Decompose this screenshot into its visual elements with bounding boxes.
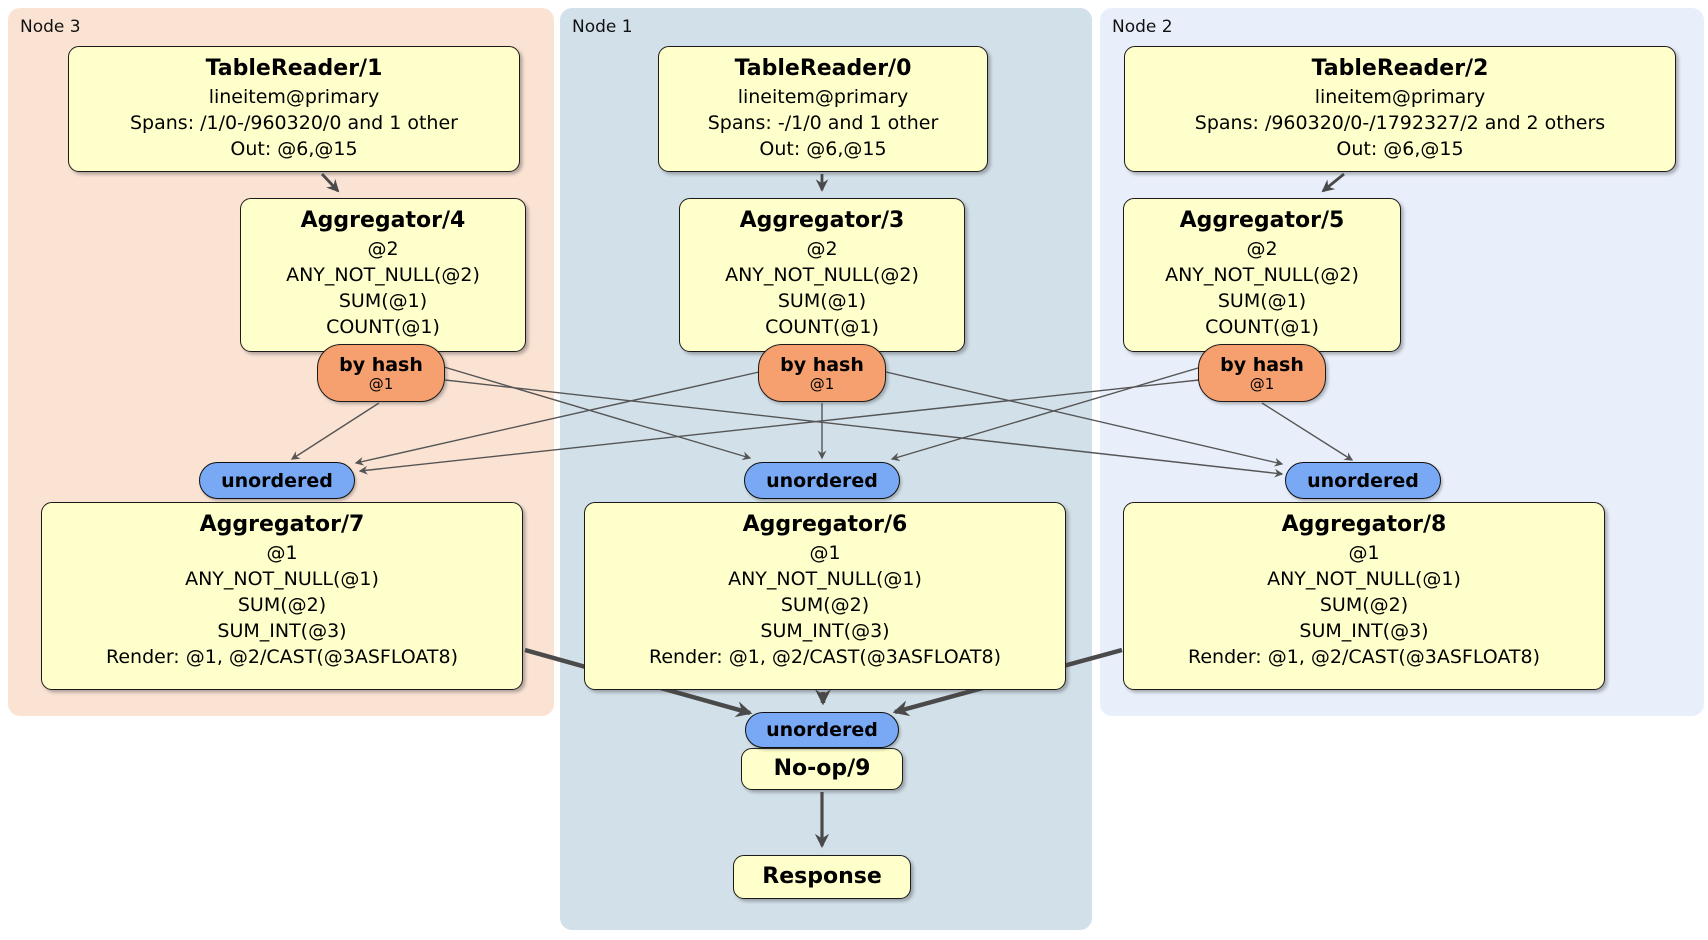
processor-detail-line: Spans: /960320/0-/1792327/2 and 2 others [1194, 112, 1606, 134]
router-columns: @1 [1249, 374, 1275, 393]
processor-title: TableReader/0 [734, 56, 912, 81]
processor-detail-line: Out: @6,@15 [759, 138, 887, 160]
processor-detail-line: SUM(@1) [1217, 290, 1307, 312]
sync-unordered-center: unordered [744, 462, 900, 499]
processor-response: Response [733, 855, 911, 899]
hash-router-agg5: by hash @1 [1198, 344, 1326, 402]
processor-detail-line: COUNT(@1) [765, 316, 879, 338]
processor-detail-line: Out: @6,@15 [1336, 138, 1464, 160]
processor-detail-line: SUM_INT(@3) [1299, 620, 1429, 642]
processor-detail-line: ANY_NOT_NULL(@1) [1267, 568, 1461, 590]
router-label: by hash [1220, 353, 1304, 376]
processor-detail-line: @2 [1246, 238, 1278, 260]
processor-detail-line: @1 [1348, 542, 1380, 564]
node-region-label: Node 1 [572, 17, 633, 37]
processor-title: Aggregator/3 [739, 208, 905, 233]
processor-detail-line: lineitem@primary [1314, 86, 1486, 108]
processor-detail-line: Render: @1, @2/CAST(@3ASFLOAT8) [106, 646, 458, 668]
processor-title: TableReader/2 [1311, 56, 1489, 81]
processor-detail-line: ANY_NOT_NULL(@1) [185, 568, 379, 590]
processor-aggregator-5: Aggregator/5 @2 ANY_NOT_NULL(@2) SUM(@1)… [1123, 198, 1401, 352]
processor-detail-line: @2 [806, 238, 838, 260]
sync-unordered-right: unordered [1285, 462, 1441, 499]
processor-detail-line: ANY_NOT_NULL(@2) [725, 264, 919, 286]
processor-detail-line: @1 [809, 542, 841, 564]
processor-detail-line: SUM_INT(@3) [760, 620, 890, 642]
processor-tablereader-0: TableReader/0 lineitem@primary Spans: -/… [658, 46, 988, 172]
processor-detail-line: Render: @1, @2/CAST(@3ASFLOAT8) [1188, 646, 1540, 668]
processor-detail-line: SUM_INT(@3) [217, 620, 347, 642]
sync-unordered-left: unordered [199, 462, 355, 499]
router-columns: @1 [809, 374, 835, 393]
processor-aggregator-6: Aggregator/6 @1 ANY_NOT_NULL(@1) SUM(@2)… [584, 502, 1066, 690]
processor-title: Aggregator/7 [199, 512, 365, 537]
processor-aggregator-3: Aggregator/3 @2 ANY_NOT_NULL(@2) SUM(@1)… [679, 198, 965, 352]
node-region-label: Node 3 [20, 17, 81, 37]
processor-title: Aggregator/4 [300, 208, 466, 233]
processor-detail-line: Render: @1, @2/CAST(@3ASFLOAT8) [649, 646, 1001, 668]
processor-title: Response [762, 864, 882, 889]
processor-aggregator-8: Aggregator/8 @1 ANY_NOT_NULL(@1) SUM(@2)… [1123, 502, 1605, 690]
sync-unordered-final: unordered [745, 712, 899, 748]
router-label: by hash [780, 353, 864, 376]
processor-title: No-op/9 [773, 756, 871, 781]
processor-title: TableReader/1 [205, 56, 383, 81]
processor-detail-line: Spans: -/1/0 and 1 other [707, 112, 939, 134]
processor-detail-line: ANY_NOT_NULL(@2) [286, 264, 480, 286]
processor-detail-line: @1 [266, 542, 298, 564]
processor-noop-9: No-op/9 [741, 748, 903, 790]
hash-router-agg4: by hash @1 [317, 344, 445, 402]
processor-title: Aggregator/8 [1281, 512, 1447, 537]
processor-detail-line: SUM(@2) [780, 594, 870, 616]
processor-detail-line: @2 [367, 238, 399, 260]
node-region-label: Node 2 [1112, 17, 1173, 37]
processor-detail-line: SUM(@1) [338, 290, 428, 312]
processor-detail-line: lineitem@primary [737, 86, 909, 108]
processor-aggregator-7: Aggregator/7 @1 ANY_NOT_NULL(@1) SUM(@2)… [41, 502, 523, 690]
router-columns: @1 [368, 374, 394, 393]
hash-router-agg3: by hash @1 [758, 344, 886, 402]
processor-detail-line: SUM(@1) [777, 290, 867, 312]
processor-tablereader-2: TableReader/2 lineitem@primary Spans: /9… [1124, 46, 1676, 172]
processor-title: Aggregator/6 [742, 512, 908, 537]
processor-detail-line: lineitem@primary [208, 86, 380, 108]
processor-detail-line: COUNT(@1) [326, 316, 440, 338]
router-label: by hash [339, 353, 423, 376]
processor-detail-line: ANY_NOT_NULL(@1) [728, 568, 922, 590]
processor-title: Aggregator/5 [1179, 208, 1345, 233]
processor-detail-line: COUNT(@1) [1205, 316, 1319, 338]
processor-tablereader-1: TableReader/1 lineitem@primary Spans: /1… [68, 46, 520, 172]
processor-detail-line: Spans: /1/0-/960320/0 and 1 other [130, 112, 458, 134]
processor-detail-line: SUM(@2) [1319, 594, 1409, 616]
processor-detail-line: ANY_NOT_NULL(@2) [1165, 264, 1359, 286]
processor-aggregator-4: Aggregator/4 @2 ANY_NOT_NULL(@2) SUM(@1)… [240, 198, 526, 352]
processor-detail-line: Out: @6,@15 [230, 138, 358, 160]
processor-detail-line: SUM(@2) [237, 594, 327, 616]
